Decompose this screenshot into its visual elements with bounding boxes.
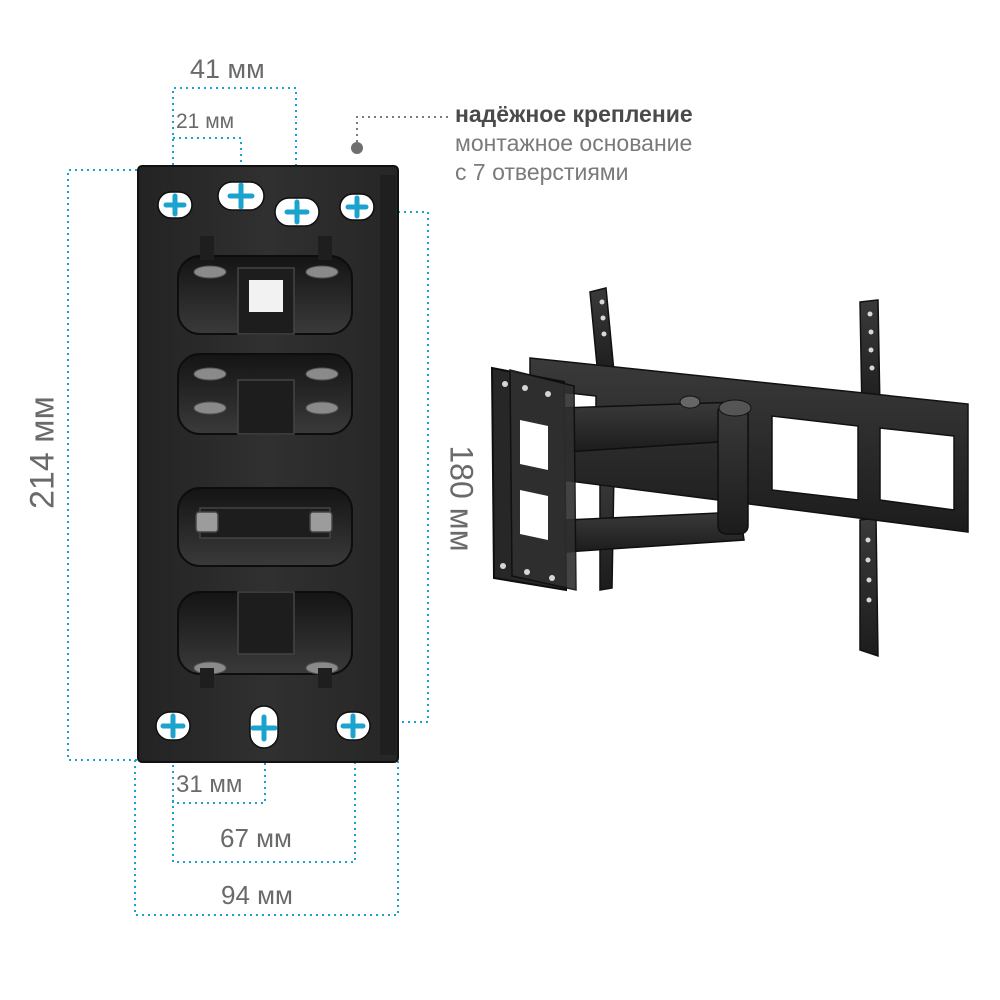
product-image xyxy=(490,287,969,658)
feature-callout: надёжное крепление монтажное основание с… xyxy=(455,100,693,187)
dimension-lines xyxy=(67,87,450,916)
dimension-label-height-holes: 180 мм xyxy=(443,445,480,552)
wall-plate xyxy=(137,165,399,763)
mechanism-window xyxy=(249,280,283,312)
dimension-label-bottom-mid: 67 мм xyxy=(220,823,292,853)
dimension-label-height-total: 214 мм xyxy=(23,396,62,509)
hole-markers xyxy=(160,182,369,742)
dimension-label-top-inner: 21 мм xyxy=(176,110,235,133)
callout-dot xyxy=(351,142,363,154)
callout-line-2: монтажное основание xyxy=(455,130,693,156)
dimension-label-bottom-inner: 31 мм xyxy=(176,771,243,798)
dimension-label-bottom-outer: 94 мм xyxy=(221,880,293,910)
callout-title: надёжное крепление xyxy=(455,101,693,127)
callout-line-3: с 7 отверстиями xyxy=(455,159,629,185)
dimension-label-top-outer: 41 мм xyxy=(190,54,265,84)
